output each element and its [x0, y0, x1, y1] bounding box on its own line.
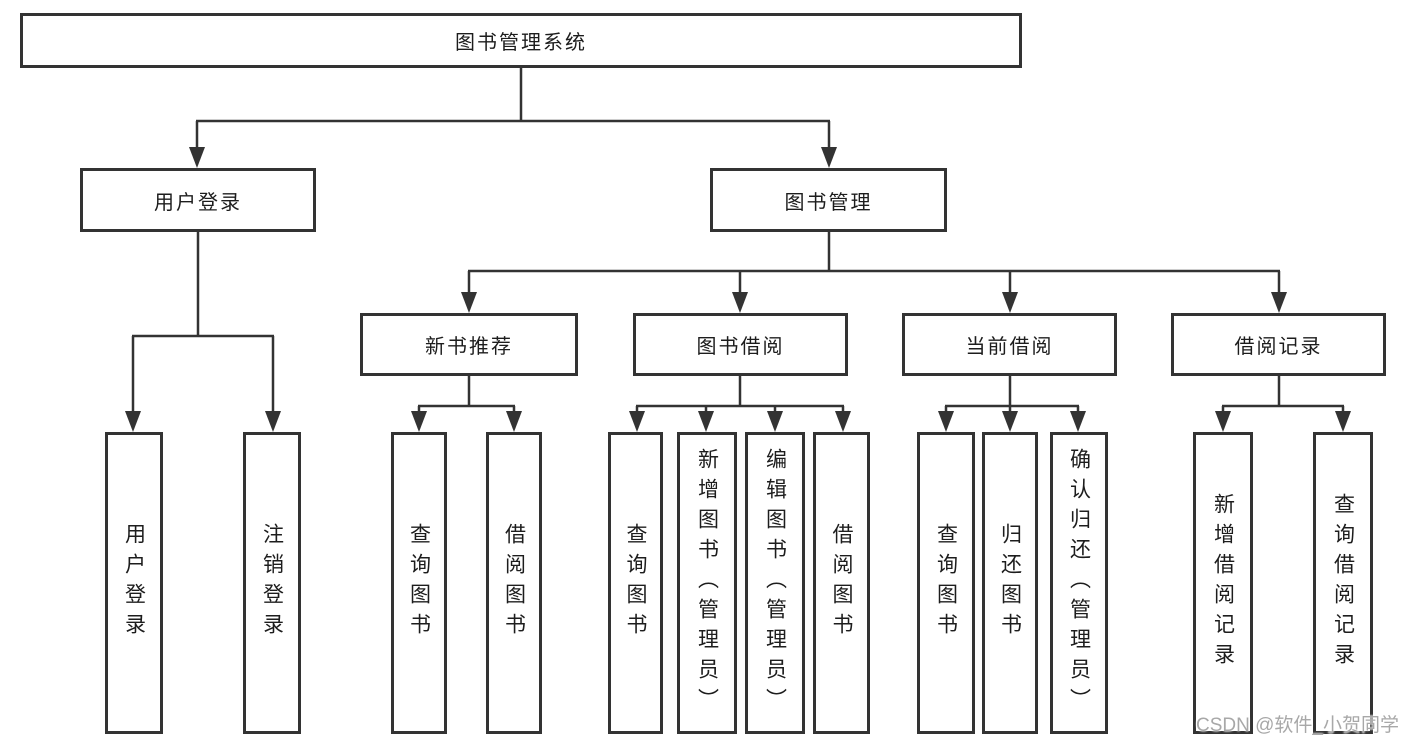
connector-book-mgmt-to-level3 — [461, 232, 1287, 313]
leaf-add-books-admin-label: 新增图书（管理员） — [695, 448, 719, 718]
leaf-query-borrow-record-label: 查询借阅记录 — [1331, 493, 1355, 673]
connector-root-to-level2 — [189, 68, 837, 168]
leaf-add-borrow-record: 新增借阅记录 — [1193, 432, 1253, 734]
node-root-label: 图书管理系统 — [455, 32, 587, 54]
connector-borrow-records-to-leaves — [1215, 376, 1351, 432]
leaf-add-books-admin: 新增图书（管理员） — [677, 432, 737, 734]
leaf-query-books-recommend-label: 查询图书 — [407, 523, 431, 643]
leaf-edit-books-admin-label: 编辑图书（管理员） — [763, 448, 787, 718]
leaf-logout-label: 注销登录 — [260, 523, 284, 643]
leaf-query-books-recommend: 查询图书 — [391, 432, 447, 734]
node-new-book-recommend: 新书推荐 — [360, 313, 578, 376]
node-book-management: 图书管理 — [710, 168, 947, 232]
leaf-user-login-label: 用户登录 — [122, 523, 146, 643]
node-root: 图书管理系统 — [20, 13, 1022, 68]
node-book-borrow-label: 图书借阅 — [696, 336, 785, 358]
leaf-confirm-return-admin-label: 确认归还（管理员） — [1067, 448, 1091, 718]
leaf-logout: 注销登录 — [243, 432, 301, 734]
leaf-borrow-books-label: 借阅图书 — [830, 523, 853, 643]
node-borrow-records-label: 借阅记录 — [1234, 336, 1323, 358]
node-current-borrow-label: 当前借阅 — [965, 336, 1054, 358]
leaf-query-books-current: 查询图书 — [917, 432, 975, 734]
leaf-query-books-current-label: 查询图书 — [934, 523, 958, 643]
leaf-query-books-borrow-label: 查询图书 — [624, 523, 647, 643]
node-user-login: 用户登录 — [80, 168, 316, 232]
node-user-login-label: 用户登录 — [154, 191, 242, 214]
leaf-return-books-label: 归还图书 — [998, 523, 1022, 643]
node-new-book-recommend-label: 新书推荐 — [425, 336, 513, 358]
node-borrow-records: 借阅记录 — [1171, 313, 1386, 376]
node-current-borrow: 当前借阅 — [902, 313, 1117, 376]
leaf-return-books: 归还图书 — [982, 432, 1038, 734]
leaf-user-login: 用户登录 — [105, 432, 163, 734]
leaf-borrow-books-recommend: 借阅图书 — [486, 432, 542, 734]
leaf-add-borrow-record-label: 新增借阅记录 — [1211, 493, 1235, 673]
leaf-edit-books-admin: 编辑图书（管理员） — [745, 432, 805, 734]
leaf-query-books-borrow: 查询图书 — [608, 432, 663, 734]
leaf-borrow-books-recommend-label: 借阅图书 — [502, 523, 526, 643]
node-book-management-label: 图书管理 — [784, 191, 873, 214]
leaf-borrow-books: 借阅图书 — [813, 432, 870, 734]
node-book-borrow: 图书借阅 — [633, 313, 848, 376]
connector-new-book-to-leaves — [411, 376, 522, 432]
connector-book-borrow-to-leaves — [629, 376, 851, 432]
connector-current-borrow-to-leaves — [938, 376, 1086, 432]
leaf-query-borrow-record: 查询借阅记录 — [1313, 432, 1373, 734]
csdn-watermark: CSDN @软件_小贺同学 — [1196, 715, 1399, 736]
connector-user-login-to-leaves — [125, 232, 281, 432]
leaf-confirm-return-admin: 确认归还（管理员） — [1050, 432, 1108, 734]
